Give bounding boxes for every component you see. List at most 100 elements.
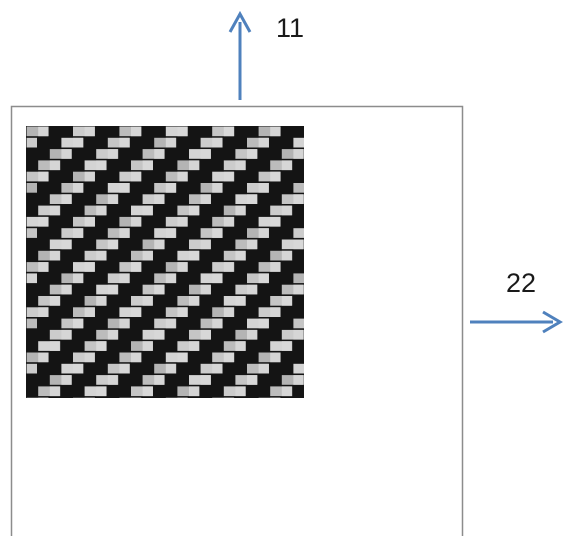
weave-tow [212,183,222,193]
weave-tow [293,138,304,148]
weave-tow [38,307,48,317]
weave-tow [259,319,269,329]
weave-tow [177,127,187,137]
axis-11-label: 11 [276,13,304,43]
weave-tow [177,353,187,363]
weave-tow [131,172,141,182]
weave-tow [50,386,60,396]
weave-tow [96,341,106,351]
weave-tow [73,183,83,193]
weave-tow [131,307,141,317]
weave-tow [189,386,199,396]
weave-tow [131,217,141,227]
weave-tow [73,319,83,329]
weave-tow [166,228,176,238]
weave-tow [96,296,106,306]
weave-tow [212,319,222,329]
weave-tow [293,183,304,193]
weave-tow [50,341,60,351]
weave-tow [259,364,269,374]
weave-tow [143,206,153,216]
weave-tow [119,183,129,193]
weave-tow [293,149,303,159]
weave-tow [85,307,95,317]
weave-tow [27,319,37,329]
weave-tow [50,251,60,261]
weave-tow [282,206,292,216]
weave-tow [177,262,187,272]
weave-tow [38,262,48,272]
weave-tow [154,330,164,340]
weave-tow [212,273,222,283]
weave-tow [50,160,60,170]
weave-tow [247,149,257,159]
weave-tow [96,251,106,261]
weave-tow [61,194,71,204]
weave-tow [189,206,199,216]
weave-tow [73,138,83,148]
weave-tow [259,138,269,148]
weave-tow [224,262,234,272]
weave-tow [143,251,153,261]
weave-tow [61,330,71,340]
weave-tow [282,251,292,261]
weave-tow [224,172,234,182]
axis-22-label: 22 [506,268,536,298]
weave-tow [293,228,304,238]
weave-tow [27,183,37,193]
weave-tow [189,341,199,351]
weave-tow [119,273,129,283]
weave-tow [154,194,164,204]
weave-tow [177,172,187,182]
weave-tow [85,353,95,363]
weave-tow [119,138,129,148]
weave-tow [189,251,199,261]
weave-tow [166,138,176,148]
weave-tow [293,364,304,374]
weave-tow [96,386,106,396]
weave-tow [235,341,245,351]
weave-tow [293,240,303,250]
weave-tow [61,240,71,250]
weave-tow [108,240,118,250]
weave-tow [201,194,211,204]
weave-tow [235,206,245,216]
weave-tow [154,149,164,159]
weave-tow [270,353,280,363]
weave-tow [247,194,257,204]
weave-tow [247,285,257,295]
weave-tow [27,228,37,238]
weave-tow [282,386,292,396]
weave-tow [166,273,176,283]
weave-tow [108,194,118,204]
weave-tow [224,217,234,227]
weave-tow [119,364,129,374]
weave-tow [143,296,153,306]
weave-tow [270,307,280,317]
weave-tow [247,330,257,340]
weave-tow [235,160,245,170]
weave-tow [224,127,234,137]
weave-tow [108,149,118,159]
weave-tow [50,206,60,216]
weave-tow [166,319,176,329]
weave-tow [201,240,211,250]
weave-tow [247,240,257,250]
weave-tow [85,172,95,182]
weave-tow [282,341,292,351]
weave-tow [293,375,303,385]
weave-tow [143,160,153,170]
weave-tow [282,160,292,170]
weave-tow [96,160,106,170]
weave-tow [131,353,141,363]
weave-tow [235,251,245,261]
weave-tow [270,172,280,182]
weave-tow [27,364,37,374]
weave-tow [73,228,83,238]
weave-tow [85,127,95,137]
weave-tow [259,183,269,193]
weave-tow [85,262,95,272]
weave-tow [131,127,141,137]
weave-tow [270,127,280,137]
